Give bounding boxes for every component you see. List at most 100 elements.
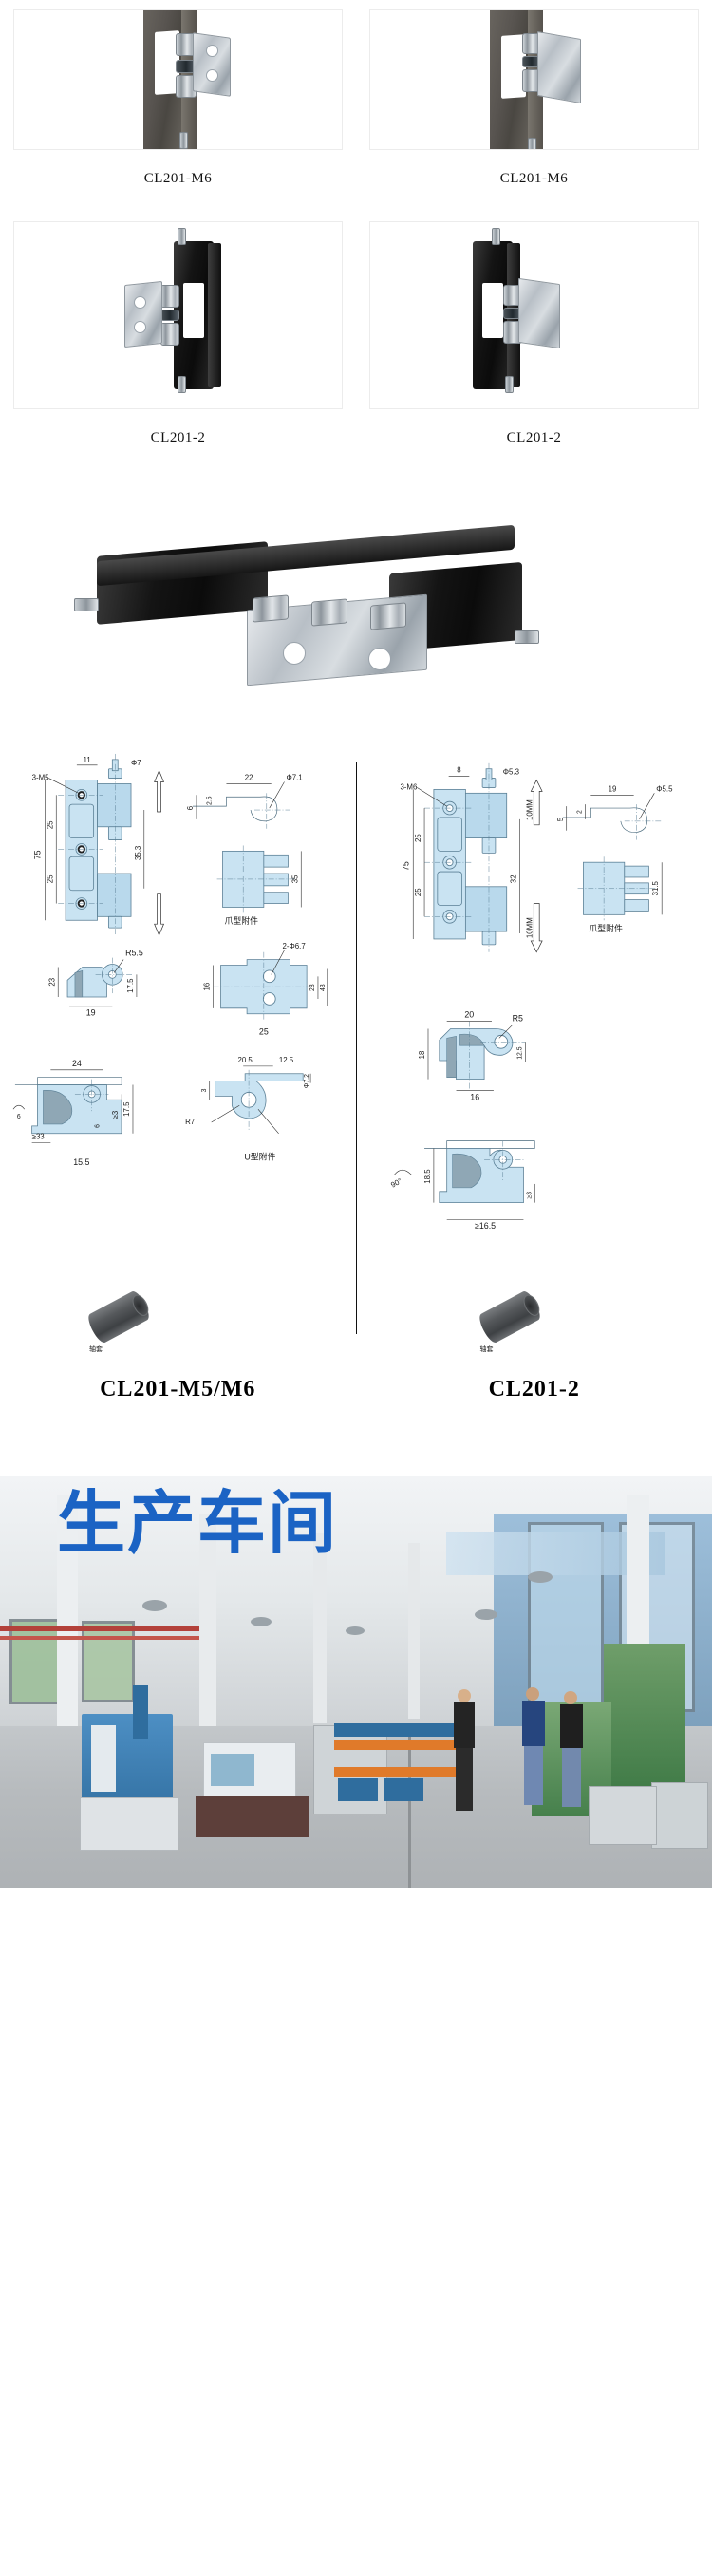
- angle-90: 90°: [389, 1176, 403, 1190]
- dim-10mm-down: 10MM: [525, 917, 534, 938]
- dim-r5: R5: [512, 1014, 522, 1024]
- section-spacer: [0, 1402, 712, 1476]
- note-3-m5: 3-M5: [32, 774, 50, 782]
- dim-25-right-b: 25: [414, 888, 422, 896]
- dim-2-5: 2.5: [207, 796, 214, 805]
- product-photo-cl201-2-flat[interactable]: [13, 221, 343, 409]
- claw-attachment-label-right: 爪型附件: [589, 923, 623, 933]
- dim-r5-5: R5.5: [125, 949, 143, 958]
- hero-product-photo[interactable]: [0, 471, 712, 746]
- dim-19: 19: [86, 1008, 96, 1018]
- dim-18-5: 18.5: [422, 1169, 431, 1184]
- dim-19: 19: [608, 784, 616, 793]
- dim-phi7-2: R7: [185, 1118, 195, 1126]
- dim-25-b: 25: [46, 874, 54, 883]
- product-cell-1[interactable]: CL201-M6: [13, 9, 343, 212]
- u-attachment-left: 20.5 12.5 3 Φ7.2 R7 U型附件: [185, 1056, 311, 1161]
- product-photo-cl201-2-bent[interactable]: [369, 221, 699, 409]
- factory-photo[interactable]: 生产车间: [0, 1476, 712, 1888]
- product-detail-page: CL201-M6 CL201-M6: [0, 0, 712, 1888]
- dim-15-5: 20.5: [238, 1056, 253, 1064]
- bushing-shape: [84, 1288, 153, 1345]
- dim-ge3-right: ≥3: [526, 1192, 533, 1199]
- dim-12-5-right: 12.5: [516, 1046, 523, 1060]
- angle-marker: 6: [17, 1114, 21, 1120]
- dim-20: 20: [464, 1010, 474, 1020]
- dim-6: 6: [186, 805, 195, 810]
- dim-2: 2: [576, 810, 583, 814]
- bushing-label: 轴套: [89, 1346, 103, 1353]
- dim-16: 28: [309, 984, 316, 991]
- product-cell-4[interactable]: CL201-2: [369, 221, 699, 471]
- bushing-illustration-right: 轴套: [366, 1284, 703, 1371]
- claw-attachment-left: 35 爪型附件: [216, 845, 302, 926]
- dim-phi7: Φ7: [131, 759, 141, 767]
- bushing-illustration-left: 轴套: [9, 1284, 347, 1371]
- section-view-right: 20 R5 18 12.5 16: [418, 1010, 526, 1101]
- dim-20-5: 12.5: [279, 1056, 294, 1064]
- dim-ge3: 6: [95, 1124, 102, 1128]
- dim-35-plate: 16: [203, 982, 212, 990]
- installation-section-right: 90° 18.5 ≥3 ≥16.5: [389, 1140, 535, 1231]
- dim-32: 32: [509, 875, 517, 884]
- product-cell-2[interactable]: CL201-M6: [369, 9, 699, 212]
- dim-phi7-1: Φ7.1: [286, 774, 302, 782]
- dim-18: 18: [418, 1050, 426, 1059]
- front-view-right: 75 25 25 32 8 Φ5.3 3-M6 10MM: [400, 762, 543, 953]
- dim-10mm-up: 10MM: [525, 799, 534, 820]
- dim-16-right: 16: [470, 1092, 479, 1101]
- dim-35-3: 35.3: [134, 845, 142, 860]
- product-grid-row-1: CL201-M6 CL201-M6: [0, 0, 712, 212]
- technical-drawing-right: 75 25 25 32 8 Φ5.3 3-M6 10MM: [357, 752, 712, 1402]
- product-caption: CL201-2: [150, 430, 206, 445]
- dim-25-right-a: 25: [414, 834, 422, 842]
- hook-profile-right: 5 2 19 Φ5.5: [555, 784, 673, 840]
- dim-17-5-install: ≥3: [111, 1110, 120, 1119]
- dim-75: 75: [32, 850, 42, 859]
- product-photo-cl201-m6-bent[interactable]: [369, 9, 699, 150]
- installation-section-left: 6 24 17.5 ≥3 6 ≥33 15.5: [12, 1059, 134, 1167]
- product-caption: CL201-2: [506, 430, 562, 445]
- dim-75-right: 75: [401, 861, 410, 871]
- dim-22: 22: [245, 774, 253, 782]
- dim-6-install: ≥33: [32, 1133, 46, 1141]
- dim-43: 25: [259, 1026, 269, 1036]
- dim-ge16-5: ≥16.5: [475, 1221, 496, 1231]
- product-caption: CL201-M6: [499, 171, 569, 186]
- drawing-title-cl201-2: CL201-2: [488, 1377, 580, 1401]
- dim-phi5-3: Φ5.3: [502, 768, 519, 777]
- note-3-m6: 3-M6: [400, 782, 418, 791]
- dim-11: 11: [84, 756, 91, 764]
- dim-35-claw: 35: [290, 874, 299, 883]
- bushing-label: 轴套: [479, 1346, 494, 1353]
- dim-phi5-5: Φ5.5: [656, 784, 673, 793]
- dim-24: 17.5: [122, 1101, 131, 1117]
- dim-5: 5: [555, 817, 564, 821]
- claw-attachment-label: 爪型附件: [224, 915, 258, 926]
- tech-section-divider: [355, 762, 357, 1334]
- technical-drawing-left: 75 25 25 35.3 11 Φ7 3-M5: [0, 752, 356, 1402]
- dim-17-5: 17.5: [126, 978, 135, 993]
- drawing-title-cl201-m5-m6: CL201-M5/M6: [100, 1377, 256, 1401]
- dim-8: 8: [457, 766, 461, 775]
- dim-ge33: 15.5: [73, 1157, 89, 1167]
- dim-25-install: 24: [72, 1059, 82, 1068]
- dim-23: 23: [47, 977, 56, 986]
- claw-attachment-right: 31.5 爪型附件: [577, 856, 662, 933]
- product-caption: CL201-M6: [143, 171, 213, 186]
- section-view-left: R5.5 23 17.5 19: [47, 949, 143, 1018]
- drawing-canvas-cl201-m5-m6: 75 25 25 35.3 11 Φ7 3-M5: [9, 752, 347, 1284]
- product-cell-3[interactable]: CL201-2: [13, 221, 343, 471]
- factory-banner-text: 生产车间: [57, 1486, 339, 1562]
- product-photo-cl201-m6-flat[interactable]: [13, 9, 343, 150]
- drawing-svg-right: 75 25 25 32 8 Φ5.3 3-M6 10MM: [389, 762, 673, 1231]
- dim-28: 43: [320, 984, 327, 991]
- drawing-svg-left: 75 25 25 35.3 11 Φ7 3-M5: [12, 753, 328, 1167]
- bushing-shape: [476, 1288, 543, 1345]
- dim-3: Φ7.2: [304, 1074, 310, 1088]
- drawing-canvas-cl201-2: 75 25 25 32 8 Φ5.3 3-M6 10MM: [366, 752, 703, 1284]
- technical-drawings-section: 75 25 25 35.3 11 Φ7 3-M5: [0, 746, 712, 1402]
- front-view-left: 75 25 25 35.3 11 Φ7 3-M5: [32, 753, 164, 936]
- hook-profile-left: 6 2.5 22 Φ7.1: [186, 774, 303, 829]
- dim-12-5: 3: [201, 1088, 208, 1092]
